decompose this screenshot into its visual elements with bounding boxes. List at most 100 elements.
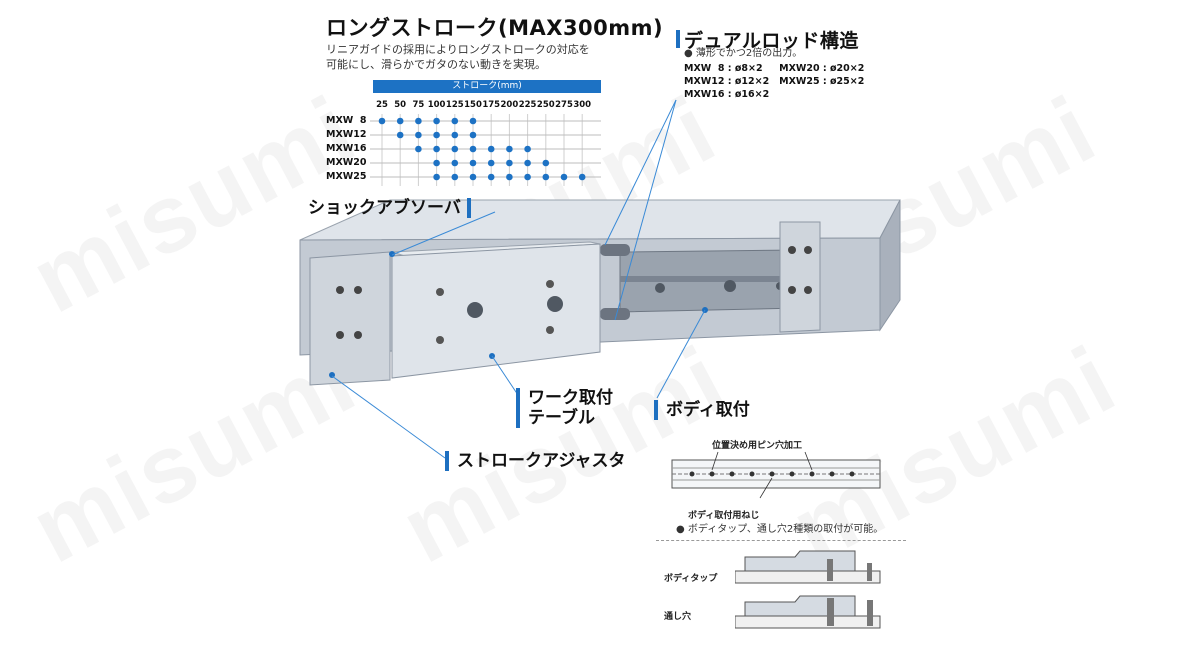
chart-dot bbox=[560, 173, 568, 181]
bolt bbox=[336, 331, 344, 339]
plan-hole bbox=[829, 471, 835, 477]
chart-dot bbox=[378, 117, 386, 125]
chart-row-label: MXW12 bbox=[326, 129, 367, 140]
chart-col-label: 175 bbox=[482, 100, 501, 110]
chart-dot bbox=[451, 117, 459, 125]
rail-hole bbox=[724, 280, 736, 292]
bolt bbox=[804, 246, 812, 254]
chart-dot bbox=[451, 131, 459, 139]
table-hole bbox=[547, 296, 563, 312]
body-tap-label: ボディタップ bbox=[664, 574, 718, 584]
chart-col-label: 225 bbox=[518, 100, 537, 110]
plan-hole bbox=[809, 471, 815, 477]
callout-dot bbox=[389, 251, 395, 257]
rod-lower bbox=[600, 308, 630, 320]
chart-grid-svg bbox=[370, 114, 601, 186]
chart-col-label: 150 bbox=[464, 100, 482, 110]
chart-col-label: 200 bbox=[500, 100, 519, 110]
chart-dot bbox=[542, 173, 550, 181]
slide-table-illustration bbox=[299, 199, 901, 386]
end-plate-left bbox=[309, 251, 391, 386]
chart-dot bbox=[542, 159, 550, 167]
plan-hole bbox=[789, 471, 795, 477]
rail-hole bbox=[655, 283, 665, 293]
chart-dot bbox=[433, 117, 440, 125]
chart-row-label: MXW16 bbox=[326, 143, 367, 154]
leader-dual-rod bbox=[614, 99, 677, 321]
chart-dot bbox=[524, 145, 531, 153]
chart-dot bbox=[433, 159, 440, 167]
chart-dot bbox=[469, 117, 477, 125]
plan-hole bbox=[849, 471, 855, 477]
leader-shock bbox=[391, 211, 496, 256]
screw-leader bbox=[759, 477, 773, 499]
chart-dot bbox=[487, 159, 495, 167]
tap-body bbox=[744, 550, 856, 572]
body-plan-view bbox=[671, 451, 881, 499]
chart-row-label: MXW25 bbox=[326, 171, 367, 182]
dual-rod-bullet: ● 薄形でかつ2倍の出力。 bbox=[684, 48, 803, 59]
chart-dot bbox=[506, 145, 513, 153]
chart-dot bbox=[396, 117, 404, 125]
leader-adjuster bbox=[331, 375, 446, 459]
dual-rod-spec-2: MXW12 : ø12×2 MXW25 : ø25×2 bbox=[684, 76, 865, 87]
chart-col-label: 300 bbox=[573, 100, 592, 110]
chart-dot bbox=[487, 173, 495, 181]
callout-shock-absorber: ショックアブソーバ bbox=[308, 198, 471, 218]
dual-rod-spec-1: MXW 8 : ø8×2 MXW20 : ø20×2 bbox=[684, 63, 865, 74]
chart-col-label: 100 bbox=[427, 100, 446, 110]
through-hole-section bbox=[735, 595, 881, 629]
stroke-desc-1: リニアガイドの採用によりロングストロークの対応を bbox=[326, 43, 590, 56]
table-hole bbox=[467, 302, 483, 318]
chart-dot bbox=[433, 145, 440, 153]
chart-col-label: 275 bbox=[555, 100, 573, 110]
chart-dot bbox=[469, 145, 477, 153]
chart-col-label: 25 bbox=[376, 100, 388, 110]
bolt bbox=[788, 246, 796, 254]
tap-base bbox=[735, 570, 881, 584]
table-hole bbox=[436, 288, 444, 296]
chart-dot bbox=[433, 131, 440, 139]
chart-dot bbox=[415, 145, 422, 153]
pin-leader bbox=[804, 451, 813, 471]
chart-dot bbox=[524, 159, 531, 167]
bolt bbox=[354, 286, 362, 294]
pin-hole-label: 位置決め用ピン穴加工 bbox=[712, 441, 803, 451]
chart-col-label: 125 bbox=[445, 100, 464, 110]
bolt bbox=[336, 286, 344, 294]
through-base bbox=[735, 615, 881, 629]
chart-dot bbox=[469, 159, 477, 167]
tap-screw bbox=[827, 559, 833, 581]
callout-stroke-adjuster: ストロークアジャスタ bbox=[445, 451, 625, 471]
callout-work-table: ワーク取付 テーブル bbox=[516, 388, 613, 428]
plan-hole bbox=[769, 471, 775, 477]
leader-table bbox=[491, 355, 519, 396]
chart-dot bbox=[469, 173, 477, 181]
work-table-front bbox=[391, 243, 601, 379]
chart-dot bbox=[506, 159, 513, 167]
table-hole bbox=[546, 280, 554, 288]
chart-dot bbox=[506, 173, 513, 181]
screw-desc: ● ボディタップ、通し穴2種類の取付が可能。 bbox=[676, 524, 884, 535]
plan-hole bbox=[709, 471, 715, 477]
pin-leader bbox=[711, 451, 719, 471]
detail-divider bbox=[656, 540, 906, 541]
dual-rod-spec-3: MXW16 : ø16×2 bbox=[684, 89, 770, 100]
chart-dot bbox=[415, 131, 422, 139]
chart-dot bbox=[451, 173, 459, 181]
dual-rod-title: デュアルロッド構造 bbox=[684, 30, 859, 52]
chart-col-label: 250 bbox=[536, 100, 555, 110]
leader-dual-rod bbox=[604, 99, 677, 246]
table-hole bbox=[546, 326, 554, 334]
chart-dot bbox=[451, 145, 459, 153]
chart-dot bbox=[469, 131, 477, 139]
screw-label: ボディ取付用ねじ bbox=[688, 511, 760, 521]
chart-dot bbox=[451, 159, 459, 167]
chart-col-label: 75 bbox=[412, 100, 425, 110]
stroke-desc-2: 可能にし、滑らかでガタのない動きを実現。 bbox=[326, 58, 546, 71]
chart-col-label: 50 bbox=[394, 100, 407, 110]
bolt bbox=[804, 286, 812, 294]
callout-work-table-line2: テーブル bbox=[528, 408, 595, 428]
